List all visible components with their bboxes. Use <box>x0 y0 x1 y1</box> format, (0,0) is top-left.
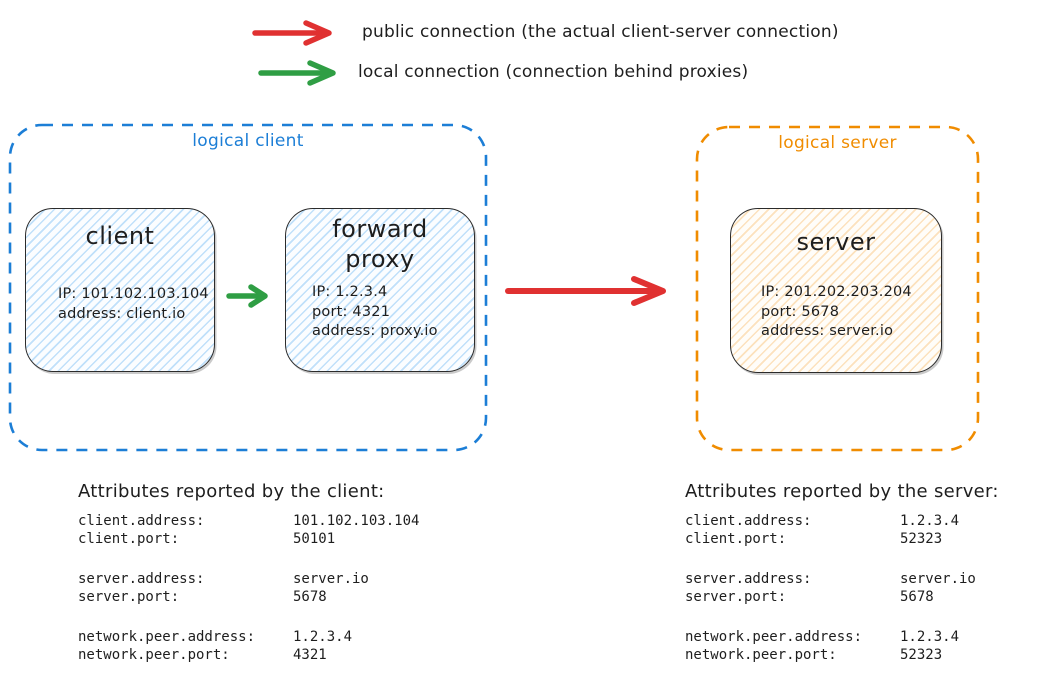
attr-row: network.peer.port: 4321 <box>78 646 419 664</box>
forward-proxy-node-ip: IP: 1.2.3.4 <box>312 284 388 300</box>
server-node-info: IP: 201.202.203.204 port: 5678 address: … <box>731 257 941 342</box>
forward-proxy-node-port: port: 4321 <box>312 303 391 320</box>
public-connection-legend-arrow-icon <box>252 20 332 46</box>
attr-row: server.port: 5678 <box>685 588 999 606</box>
attr-key: client.port: <box>685 531 787 547</box>
attr-value: 101.102.103.104 <box>293 513 420 529</box>
client-report-heading: Attributes reported by the client: <box>78 481 385 502</box>
client-node: client IP: 101.102.103.104 address: clie… <box>25 208 215 372</box>
server-node-title: server <box>796 228 876 256</box>
client-report-group-server: server.address: server.io server.port: 567… <box>78 570 419 606</box>
attr-row: client.port: 50101 <box>78 530 419 548</box>
attr-value: 5678 <box>900 589 934 605</box>
local-connection-legend-label: local connection (connection behind prox… <box>358 62 749 82</box>
attr-key: network.peer.address: <box>78 629 256 645</box>
client-report: Attributes reported by the client: clien… <box>78 481 419 664</box>
attr-row: client.address: 1.2.3.4 <box>685 512 999 530</box>
public-connection-arrow-icon <box>505 276 666 306</box>
attr-row: network.peer.address: 1.2.3.4 <box>685 628 999 646</box>
attr-key: client.port: <box>78 531 180 547</box>
attr-value: 4321 <box>293 647 327 663</box>
logical-client-border <box>8 123 488 452</box>
forward-proxy-node-info: IP: 1.2.3.4 port: 4321 address: proxy.io <box>286 274 474 342</box>
server-report: Attributes reported by the server: clien… <box>685 481 999 664</box>
logical-client-label: logical client <box>192 131 304 151</box>
attr-value: 1.2.3.4 <box>900 629 960 645</box>
client-report-group-network-peer: network.peer.address: 1.2.3.4 network.pee… <box>78 628 419 664</box>
server-report-group-client: client.address: 1.2.3.4 client.port: 52323 <box>685 512 999 548</box>
attr-row: network.peer.port: 52323 <box>685 646 999 664</box>
server-node: server IP: 201.202.203.204 port: 5678 ad… <box>730 208 942 373</box>
attr-key: client.address: <box>78 513 205 529</box>
forward-proxy-node-title: forward proxy <box>332 215 428 273</box>
attr-value: 52323 <box>900 531 943 547</box>
attr-value: server.io <box>900 571 976 587</box>
logical-server-border <box>695 125 980 452</box>
attr-row: client.port: 52323 <box>685 530 999 548</box>
client-node-title: client <box>85 222 155 250</box>
forward-proxy-node: forward proxy IP: 1.2.3.4 port: 4321 add… <box>285 208 475 372</box>
server-report-group-server: server.address: server.io server.port: 567… <box>685 570 999 606</box>
attr-key: server.address: <box>685 571 812 587</box>
attr-value: 52323 <box>900 647 943 663</box>
local-connection-arrow-icon <box>226 284 268 308</box>
attr-value: 5678 <box>293 589 327 605</box>
server-node-port: port: 5678 <box>761 303 840 320</box>
logical-server-group: logical server server IP: 201.202.203.20… <box>695 125 980 452</box>
attr-row: server.address: server.io <box>78 570 419 588</box>
attr-value: 50101 <box>293 531 336 547</box>
logical-server-label: logical server <box>778 133 897 153</box>
server-node-ip: IP: 201.202.203.204 <box>761 284 912 300</box>
attr-key: network.peer.address: <box>685 629 863 645</box>
client-node-info: IP: 101.102.103.104 address: client.io <box>26 251 214 324</box>
attr-key: network.peer.port: <box>78 647 230 663</box>
attr-value: server.io <box>293 571 369 587</box>
server-node-address: address: server.io <box>761 323 894 339</box>
attr-key: client.address: <box>685 513 812 529</box>
attr-key: network.peer.port: <box>685 647 837 663</box>
attr-row: client.address: 101.102.103.104 <box>78 512 419 530</box>
client-report-group-client: client.address: 101.102.103.104 client.po… <box>78 512 419 548</box>
attr-value: 1.2.3.4 <box>293 629 353 645</box>
attr-value: 1.2.3.4 <box>900 513 960 529</box>
attr-key: server.port: <box>685 589 787 605</box>
local-connection-legend-arrow-icon <box>258 60 336 86</box>
attr-row: server.port: 5678 <box>78 588 419 606</box>
attr-key: server.port: <box>78 589 180 605</box>
logical-client-group: logical client client IP: 101.102.103.10… <box>8 123 488 452</box>
attr-row: network.peer.address: 1.2.3.4 <box>78 628 419 646</box>
forward-proxy-node-address: address: proxy.io <box>312 323 438 339</box>
public-connection-legend-label: public connection (the actual client-ser… <box>362 22 839 42</box>
client-node-ip: IP: 101.102.103.104 <box>58 286 209 302</box>
attr-key: server.address: <box>78 571 205 587</box>
server-report-group-network-peer: network.peer.address: 1.2.3.4 network.pee… <box>685 628 999 664</box>
attr-row: server.address: server.io <box>685 570 999 588</box>
server-report-heading: Attributes reported by the server: <box>685 481 999 502</box>
client-node-address: address: client.io <box>58 305 186 322</box>
